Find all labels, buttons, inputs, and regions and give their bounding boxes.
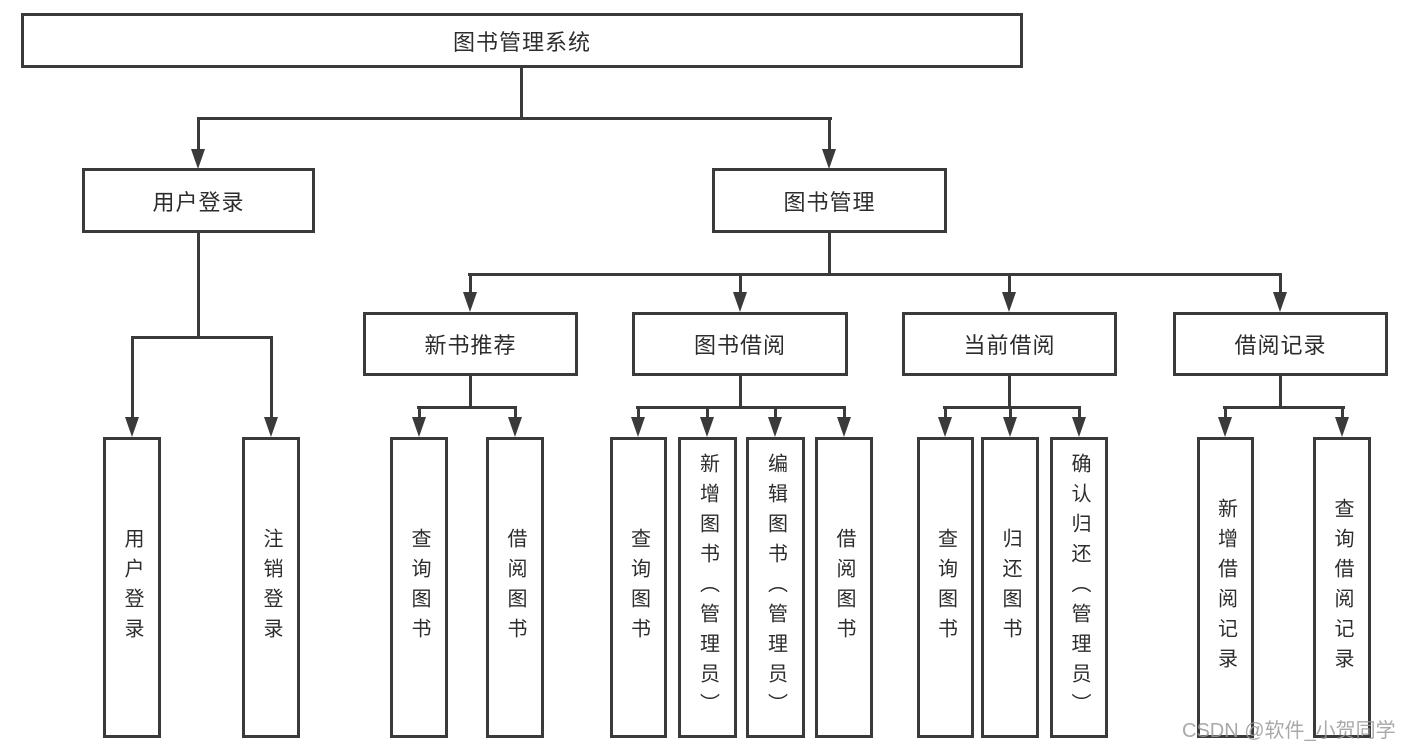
node-label: 用户登录 xyxy=(152,189,245,215)
arrow-down-icon xyxy=(264,417,278,437)
node-query-borrow-record: 查询借阅记录 xyxy=(1313,437,1371,738)
arrow-down-icon xyxy=(191,149,205,169)
node-label: 当前借阅 xyxy=(963,333,1056,358)
node-query-books-recommend: 查询图书 xyxy=(390,437,448,738)
connector-line xyxy=(636,406,846,409)
arrow-down-icon xyxy=(733,292,747,312)
node-user-login: 用户登录 xyxy=(82,168,315,233)
node-book-management: 图书管理 xyxy=(712,168,947,233)
connector-line xyxy=(468,273,1282,276)
connector-line xyxy=(1078,406,1081,420)
arrow-down-icon xyxy=(768,417,782,437)
watermark: CSDN @软件_小贺同学 xyxy=(1182,720,1396,742)
node-confirm-return-admin: 确认归还（管理员） xyxy=(1050,437,1108,738)
node-add-borrow-record: 新增借阅记录 xyxy=(1197,437,1254,738)
node-query-books-borrowing: 查询图书 xyxy=(610,437,667,738)
connector-line xyxy=(197,117,832,120)
node-label: 用户登录 xyxy=(121,527,143,648)
connector-line xyxy=(418,406,421,420)
connector-line xyxy=(637,406,640,420)
connector-line xyxy=(520,66,523,119)
connector-line xyxy=(774,406,777,420)
node-label: 图书管理 xyxy=(783,189,876,215)
connector-line xyxy=(469,273,472,295)
node-label: 归还图书 xyxy=(999,527,1021,648)
connector-line xyxy=(828,117,831,153)
connector-line xyxy=(706,406,709,420)
node-label: 查询图书 xyxy=(627,527,650,648)
connector-line xyxy=(417,406,517,409)
arrow-down-icon xyxy=(125,417,139,437)
connector-line xyxy=(943,406,1081,409)
node-label: 编辑图书（管理员） xyxy=(764,452,787,723)
node-edit-books-admin: 编辑图书（管理员） xyxy=(746,437,805,738)
node-label: 查询借阅记录 xyxy=(1331,497,1353,678)
connector-line xyxy=(197,231,200,339)
node-label: 图书借阅 xyxy=(693,333,786,358)
arrow-down-icon xyxy=(1273,292,1287,312)
node-label: 借阅图书 xyxy=(504,527,526,648)
node-return-books: 归还图书 xyxy=(981,437,1039,738)
node-label: 注销登录 xyxy=(260,527,282,648)
node-label: 借阅记录 xyxy=(1234,333,1327,358)
connector-line xyxy=(843,406,846,420)
node-label: 查询图书 xyxy=(934,527,957,648)
node-new-book-recommendation: 新书推荐 xyxy=(363,312,578,376)
node-label: 借阅图书 xyxy=(833,527,855,648)
node-label: 新增图书（管理员） xyxy=(696,452,719,723)
node-label: 新书推荐 xyxy=(424,333,517,358)
arrow-down-icon xyxy=(1335,417,1349,437)
connector-line xyxy=(1341,406,1344,420)
connector-line xyxy=(1009,406,1012,420)
node-borrowing-records: 借阅记录 xyxy=(1173,312,1388,376)
arrow-down-icon xyxy=(412,417,426,437)
arrow-down-icon xyxy=(631,417,645,437)
connector-line xyxy=(197,117,200,153)
connector-line xyxy=(739,375,742,409)
connector-line xyxy=(131,336,134,420)
node-query-books-current: 查询图书 xyxy=(917,437,974,738)
node-root-label: 图书管理系统 xyxy=(452,29,591,55)
node-borrow-books-recommend: 借阅图书 xyxy=(486,437,544,738)
arrow-down-icon xyxy=(700,417,714,437)
arrow-down-icon xyxy=(837,417,851,437)
connector-line xyxy=(944,406,947,420)
node-label: 确认归还（管理员） xyxy=(1068,452,1090,723)
connector-line xyxy=(1279,375,1282,409)
arrow-down-icon xyxy=(822,149,836,169)
connector-line xyxy=(270,336,273,420)
node-logout-action: 注销登录 xyxy=(242,437,300,738)
node-root: 图书管理系统 xyxy=(21,13,1023,68)
connector-line xyxy=(1008,273,1011,295)
connector-line xyxy=(1224,406,1227,420)
connector-line xyxy=(514,406,517,420)
connector-line xyxy=(1008,375,1011,409)
connector-line xyxy=(469,375,472,409)
arrow-down-icon xyxy=(508,417,522,437)
connector-line xyxy=(1223,406,1345,409)
node-borrow-books-borrowing: 借阅图书 xyxy=(815,437,873,738)
arrow-down-icon xyxy=(1002,292,1016,312)
connector-line xyxy=(1279,273,1282,295)
connector-line xyxy=(131,336,273,339)
arrow-down-icon xyxy=(1218,417,1232,437)
node-user-login-action: 用户登录 xyxy=(103,437,161,738)
node-current-borrowing: 当前借阅 xyxy=(902,312,1117,376)
node-label: 查询图书 xyxy=(408,527,430,648)
connector-line xyxy=(828,230,831,276)
arrow-down-icon xyxy=(938,417,952,437)
node-label: 新增借阅记录 xyxy=(1214,497,1237,678)
node-book-borrowing: 图书借阅 xyxy=(632,312,848,376)
connector-line xyxy=(739,273,742,295)
arrow-down-icon xyxy=(463,292,477,312)
node-add-books-admin: 新增图书（管理员） xyxy=(678,437,737,738)
arrow-down-icon xyxy=(1003,417,1017,437)
arrow-down-icon xyxy=(1072,417,1086,437)
